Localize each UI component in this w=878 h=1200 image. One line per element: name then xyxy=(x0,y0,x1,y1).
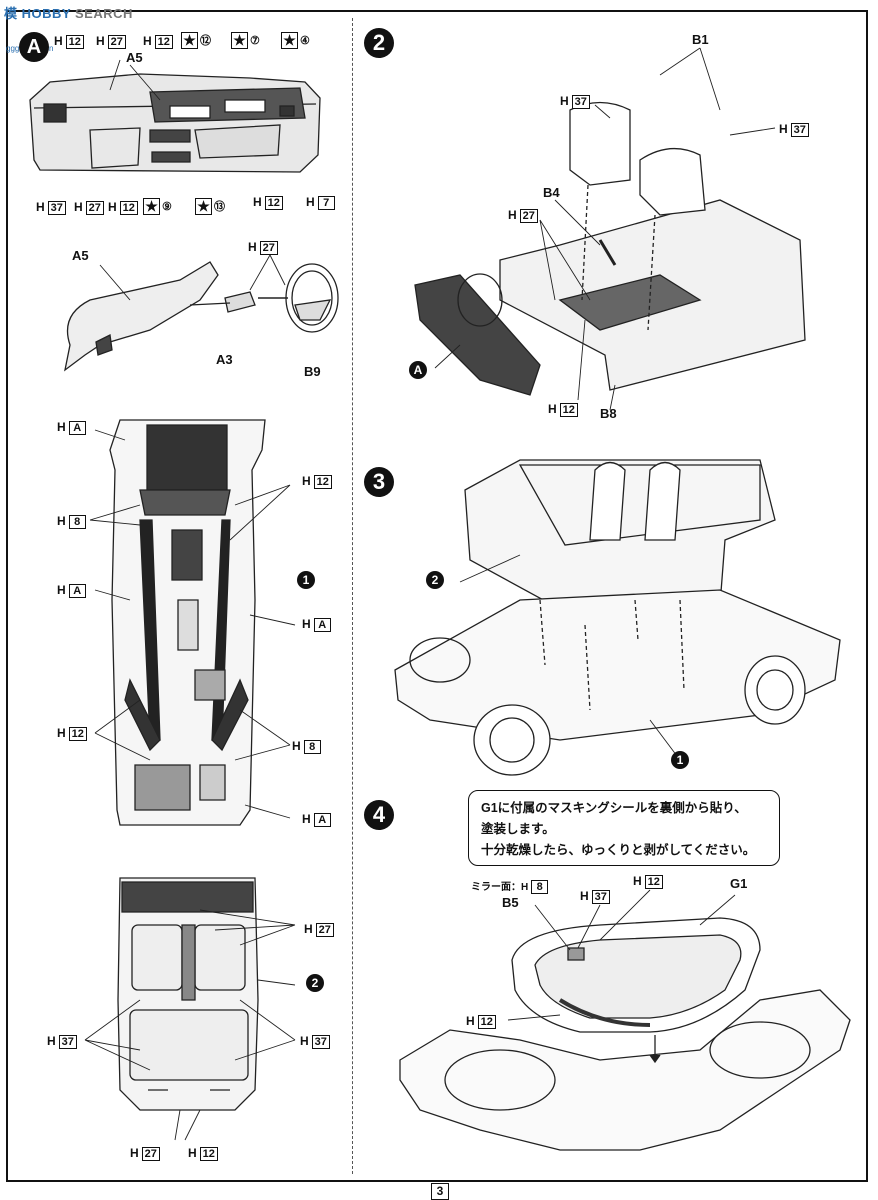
step-4-marker: 4 xyxy=(364,800,394,830)
part-b4-label: B4 xyxy=(543,185,560,200)
part-b1-label: B1 xyxy=(692,32,709,47)
page-number: 3 xyxy=(431,1183,449,1200)
dashboard-drawing xyxy=(30,74,320,172)
column-divider xyxy=(352,18,353,1174)
note-line-1: G1に付属のマスキングシールを裏側から貼り、 xyxy=(481,801,747,815)
leader-lines xyxy=(85,48,775,1140)
callout-star-12: ★⑫ xyxy=(178,32,211,49)
step-a-marker: A xyxy=(19,32,49,62)
callout-star-4: ★④ xyxy=(278,32,310,49)
chassis-drawing xyxy=(110,420,265,825)
star-icon: ★ xyxy=(231,32,248,49)
dash-wheel-drawing xyxy=(65,262,338,370)
part-b9-label: B9 xyxy=(304,364,321,379)
part-a5-label: A5 xyxy=(126,50,143,65)
watermark-logo: 模 HOBBY SEARCH xyxy=(4,6,133,21)
part-b8-label: B8 xyxy=(600,406,617,421)
step-3-marker: 3 xyxy=(364,467,394,497)
part-g1-label: G1 xyxy=(730,876,748,891)
subassembly-2-marker: 2 xyxy=(306,974,324,992)
part-a5-label: A5 xyxy=(72,248,89,263)
star-icon: ★ xyxy=(143,198,160,215)
step2-drawing xyxy=(415,103,805,396)
callout-star-9: ★⑨ xyxy=(140,198,172,215)
subassembly-1-marker: 1 xyxy=(297,571,315,589)
note-line-2: 塗装します。 xyxy=(481,822,555,836)
step3-drawing xyxy=(395,460,840,775)
step4-drawing xyxy=(400,918,850,1150)
note-line-3: 十分乾燥したら、ゆっくりと剥がしてください。 xyxy=(481,843,756,857)
subassembly-2-marker: 2 xyxy=(426,571,444,589)
star-icon: ★ xyxy=(181,32,198,49)
interior-top-drawing xyxy=(118,878,258,1110)
callout-star-13: ★⑬ xyxy=(192,198,225,215)
subassembly-a-marker: A xyxy=(409,361,427,379)
callout-star-7: ★⑦ xyxy=(228,32,260,49)
subassembly-1-marker: 1 xyxy=(671,751,689,769)
star-icon: ★ xyxy=(281,32,298,49)
part-a3-label: A3 xyxy=(216,352,233,367)
step-2-marker: 2 xyxy=(364,28,394,58)
part-b5-label: B5 xyxy=(502,895,519,910)
painting-instruction-note: G1に付属のマスキングシールを裏側から貼り、 塗装します。 十分乾燥したら、ゆっ… xyxy=(468,790,780,866)
star-icon: ★ xyxy=(195,198,212,215)
page-frame xyxy=(6,10,868,1182)
